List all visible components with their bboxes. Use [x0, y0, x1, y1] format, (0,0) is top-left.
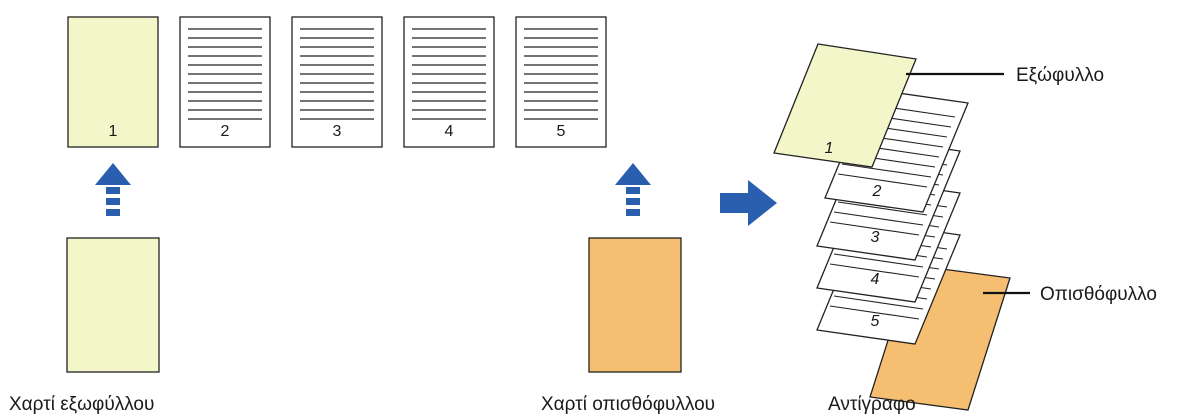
- original-page-1: 1: [67, 16, 159, 148]
- stack-front-cover: [773, 43, 917, 168]
- page-number: 2: [221, 123, 230, 140]
- page-number: 3: [871, 229, 880, 246]
- original-page-2: 2: [179, 16, 271, 148]
- arrow-right-icon: [720, 180, 777, 226]
- front-cover-paper: [66, 237, 160, 373]
- front-cover-callout: Εξώφυλλο: [906, 65, 1104, 86]
- page-number: 5: [871, 313, 880, 330]
- page-number: 2: [872, 183, 882, 200]
- original-page-5: 5: [515, 16, 607, 148]
- page-number: 3: [333, 123, 342, 140]
- back-cover-paper-caption: Χαρτί οπισθόφυλλου: [541, 394, 715, 415]
- front-cover-label: Εξώφυλλο: [1016, 65, 1104, 86]
- back-cover-label: Οπισθόφυλλο: [1040, 284, 1157, 305]
- page-number: 4: [871, 271, 880, 288]
- page-number: 4: [445, 123, 454, 140]
- back-cover-paper: [588, 237, 682, 373]
- original-page-3: 3: [291, 16, 383, 148]
- page-number: 1: [825, 140, 834, 157]
- original-page-4: 4: [403, 16, 495, 148]
- page-number: 5: [557, 123, 566, 140]
- arrow-up-icon: [615, 163, 651, 216]
- back-cover-callout: Οπισθόφυλλο: [983, 284, 1157, 305]
- copy-caption: Αντίγραφο: [828, 394, 916, 415]
- page-number: 1: [109, 123, 118, 140]
- arrow-up-icon: [95, 163, 131, 216]
- front-cover-paper-caption: Χαρτί εξωφύλλου: [9, 394, 154, 415]
